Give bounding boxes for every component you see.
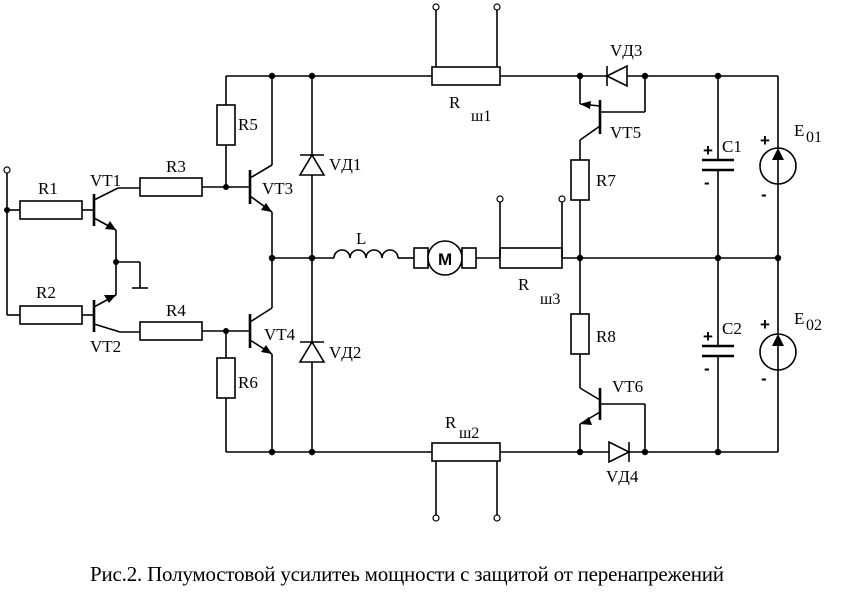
label-m: M	[438, 250, 452, 269]
resistor-r5	[216, 104, 236, 146]
label-vt1: VT1	[90, 171, 121, 190]
resistor-r3	[139, 177, 203, 197]
e01-minus: -	[761, 185, 767, 204]
resistor-r4	[139, 321, 203, 341]
input-stage	[3, 166, 148, 333]
label-vt4: VT4	[264, 325, 296, 344]
label-r3: R3	[166, 157, 186, 176]
resistor-r1	[19, 200, 83, 220]
transistor-vt1	[92, 187, 140, 231]
label-rsh3-sub: ш3	[540, 291, 560, 308]
shunt-resistor-rsh3	[496, 195, 566, 269]
resistor-r6	[216, 357, 236, 399]
transistor-vt3	[248, 76, 273, 258]
label-r4: R4	[166, 301, 186, 320]
resistor-r8	[570, 313, 590, 355]
label-r6: R6	[238, 373, 258, 392]
label-rsh1: R	[449, 93, 461, 112]
label-r8: R8	[596, 327, 616, 346]
c1-plus: +	[703, 141, 713, 160]
label-vd2: VД2	[329, 343, 361, 362]
voltage-source-e02	[759, 258, 797, 452]
transistor-vt2	[92, 294, 140, 333]
label-c1: C1	[722, 137, 742, 156]
half-bridge-amplifier-schematic: R1 R2 VT1 VT2 R3 R4 R5 R6 VT3 VT4 VД1 VД…	[3, 3, 822, 522]
junction-dots	[268, 72, 782, 456]
label-r2: R2	[36, 283, 56, 302]
diode-vd2	[298, 340, 326, 363]
e01-plus: +	[760, 131, 770, 150]
diode-vd1	[298, 153, 326, 176]
label-vd1: VД1	[329, 155, 361, 174]
c2-plus: +	[703, 327, 713, 346]
shunt-resistor-rsh1	[431, 3, 501, 86]
label-vt6: VT6	[612, 377, 643, 396]
label-vt2: VT2	[90, 337, 121, 356]
transistor-vt5	[579, 100, 645, 141]
label-e02: E	[794, 309, 804, 328]
label-rsh2-sub: ш2	[459, 425, 479, 442]
capacitor-c1	[702, 76, 734, 258]
label-rsh1-sub: ш1	[471, 108, 491, 125]
capacitor-c2	[702, 258, 734, 452]
c2-minus: -	[704, 359, 710, 378]
diode-vd3	[605, 64, 645, 88]
figure-caption: Рис.2. Полумостовой усилитеь мощности с …	[90, 562, 724, 586]
label-r7: R7	[596, 171, 616, 190]
resistor-r2	[19, 305, 83, 325]
e02-plus: +	[760, 315, 770, 334]
label-vd4: VД4	[606, 467, 639, 486]
label-vd3: VД3	[610, 41, 642, 60]
label-l: L	[356, 229, 366, 248]
label-rsh2: R	[445, 413, 457, 432]
label-e01: E	[794, 121, 804, 140]
transistor-vt4	[248, 258, 273, 452]
c1-minus: -	[704, 173, 710, 192]
label-r1: R1	[38, 179, 58, 198]
label-vt5: VT5	[610, 123, 641, 142]
voltage-source-e01	[759, 76, 797, 258]
shunt-resistor-rsh2	[431, 442, 501, 522]
motor-m	[413, 240, 477, 276]
label-rsh3: R	[518, 275, 530, 294]
resistor-r7	[570, 159, 590, 201]
transistor-vt6	[579, 387, 645, 425]
label-c2: C2	[722, 319, 742, 338]
inductor-l	[333, 249, 399, 259]
label-r5: R5	[238, 115, 258, 134]
label-e01-sub: 01	[806, 129, 822, 146]
input-terminal	[3, 166, 11, 174]
e02-minus: -	[761, 369, 767, 388]
label-e02-sub: 02	[806, 317, 822, 334]
diode-vd4	[608, 440, 647, 464]
label-vt3: VT3	[262, 179, 293, 198]
